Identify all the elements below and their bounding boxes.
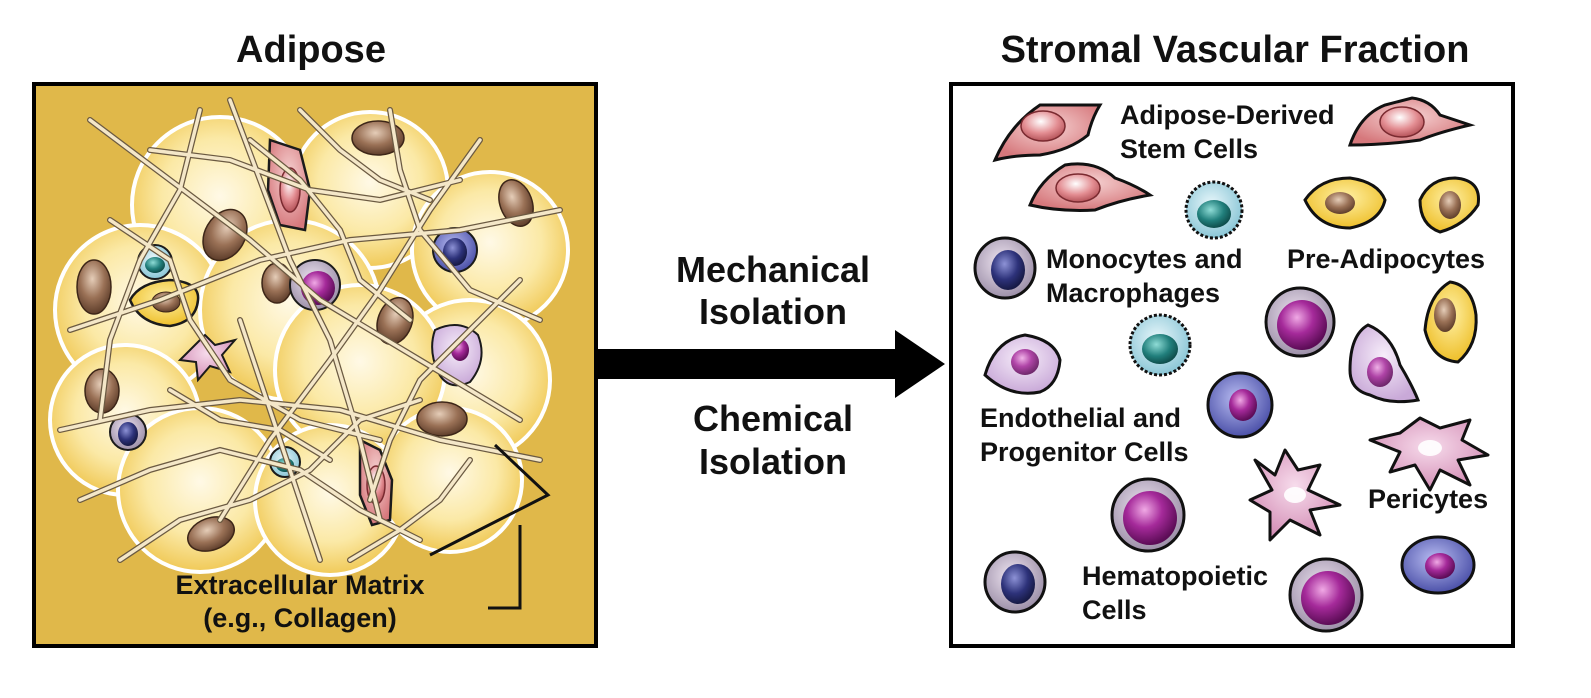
hematopoietic-cell xyxy=(1264,286,1336,358)
stem-label-line2: Stem Cells xyxy=(1120,134,1258,164)
process: Mechanical Isolation Chemical Isolation xyxy=(598,249,945,482)
hema-label-line2: Cells xyxy=(1082,595,1147,625)
preadipo-label: Pre-Adipocytes xyxy=(1287,244,1485,274)
matrix-label-line2: (e.g., Collagen) xyxy=(203,603,397,633)
hematopoietic-cell xyxy=(1288,557,1364,633)
pericyte xyxy=(1368,416,1490,492)
endo-label-line1: Endothelial and xyxy=(980,403,1181,433)
stem-label-line1: Adipose-Derived xyxy=(1120,100,1335,130)
process-line4: Isolation xyxy=(699,441,847,482)
svf-panel: Adipose-Derived Stem Cells Monocytes and… xyxy=(949,82,1515,648)
process-line1: Mechanical xyxy=(676,249,870,290)
mono-label-line1: Monocytes and xyxy=(1046,244,1243,274)
stem-cell xyxy=(992,103,1103,163)
mono-label-line2: Macrophages xyxy=(1046,278,1220,308)
collagen-fibers xyxy=(57,97,563,563)
nucleus xyxy=(76,259,112,315)
process-arrow xyxy=(598,330,945,398)
embedded-endothelial xyxy=(431,324,483,387)
svf-title: Stromal Vascular Fraction xyxy=(1001,29,1470,71)
macrophage xyxy=(1128,313,1192,377)
pericytes-label: Pericytes xyxy=(1368,484,1488,514)
process-line3: Chemical xyxy=(693,398,853,439)
stem-cell xyxy=(1027,162,1154,212)
nucleus xyxy=(416,401,468,437)
matrix-bracket xyxy=(429,443,551,610)
nucleus xyxy=(202,208,248,262)
hematopoietic-cell xyxy=(1110,477,1186,553)
endothelial-cell xyxy=(983,333,1062,395)
endothelial-cell xyxy=(1348,323,1421,404)
adipose-panel: Extracellular Matrix (e.g., Collagen) xyxy=(32,82,598,648)
pericyte xyxy=(1248,448,1342,542)
hema-label-line1: Hematopoietic xyxy=(1082,561,1268,591)
endo-label-line2: Progenitor Cells xyxy=(980,437,1189,467)
nucleus xyxy=(187,516,235,552)
blue-cell xyxy=(1400,535,1476,595)
monocyte xyxy=(973,236,1037,300)
embedded-hematopoietic xyxy=(289,259,341,311)
macrophage xyxy=(1184,180,1244,240)
adipose-title: Adipose xyxy=(236,29,386,71)
stem-cell xyxy=(1347,96,1476,147)
pre-adipocyte xyxy=(1423,280,1478,364)
matrix-label-line1: Extracellular Matrix xyxy=(175,570,424,600)
process-line2: Isolation xyxy=(699,291,847,332)
pre-adipocyte xyxy=(1418,176,1481,234)
monocyte xyxy=(983,550,1047,614)
blue-cell xyxy=(1206,371,1274,439)
pre-adipocyte xyxy=(1303,176,1387,230)
